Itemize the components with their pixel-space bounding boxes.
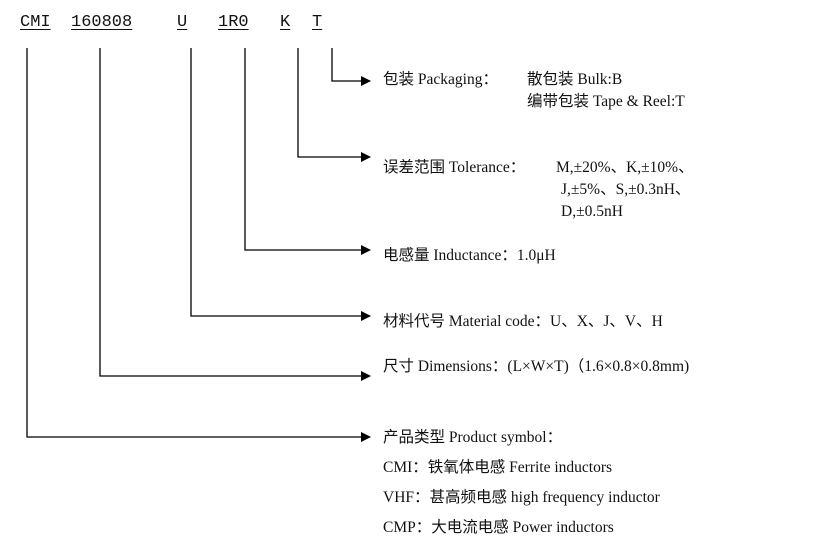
tolerance-connector bbox=[297, 48, 371, 162]
code-inductance: 1R0 bbox=[218, 13, 249, 32]
dimensions-connector bbox=[99, 48, 371, 381]
code-packaging: T bbox=[312, 13, 323, 32]
tolerance-line-3: D,±0.5nH bbox=[561, 203, 623, 220]
tolerance-line-2: J,±5%、S,±0.3nH、 bbox=[561, 181, 691, 198]
code-product-symbol: CMI bbox=[20, 13, 51, 32]
dimensions-text: 尺寸 Dimensions：(L×W×T)（1.6×0.8×0.8mm) bbox=[383, 358, 690, 375]
code-dimensions: 160808 bbox=[71, 13, 133, 32]
inductance-text: 电感量 Inductance：1.0μH bbox=[383, 247, 556, 264]
code-material: U bbox=[177, 13, 188, 32]
product-connector bbox=[26, 48, 371, 442]
product-item-cmp: CMP：大电流电感 Power inductors bbox=[383, 519, 614, 536]
packaging-label: 包装 Packaging： bbox=[383, 71, 498, 88]
material-text: 材料代号 Material code：U、X、J、V、H bbox=[383, 313, 663, 330]
tolerance-label: 误差范围 Tolerance： bbox=[383, 159, 526, 176]
packaging-tape-reel: 编带包装 Tape & Reel:T bbox=[527, 93, 685, 110]
code-tolerance: K bbox=[280, 13, 291, 32]
material-connector bbox=[190, 48, 371, 321]
packaging-bulk: 散包装 Bulk:B bbox=[527, 71, 623, 88]
product-item-vhf: VHF：甚高频电感 high frequency inductor bbox=[383, 489, 660, 506]
tolerance-line-1: M,±20%、K,±10%、 bbox=[556, 159, 694, 176]
product-item-cmi: CMI：铁氧体电感 Ferrite inductors bbox=[383, 459, 613, 476]
packaging-connector bbox=[331, 48, 371, 86]
inductance-connector bbox=[244, 48, 371, 255]
product-label: 产品类型 Product symbol： bbox=[383, 429, 563, 446]
